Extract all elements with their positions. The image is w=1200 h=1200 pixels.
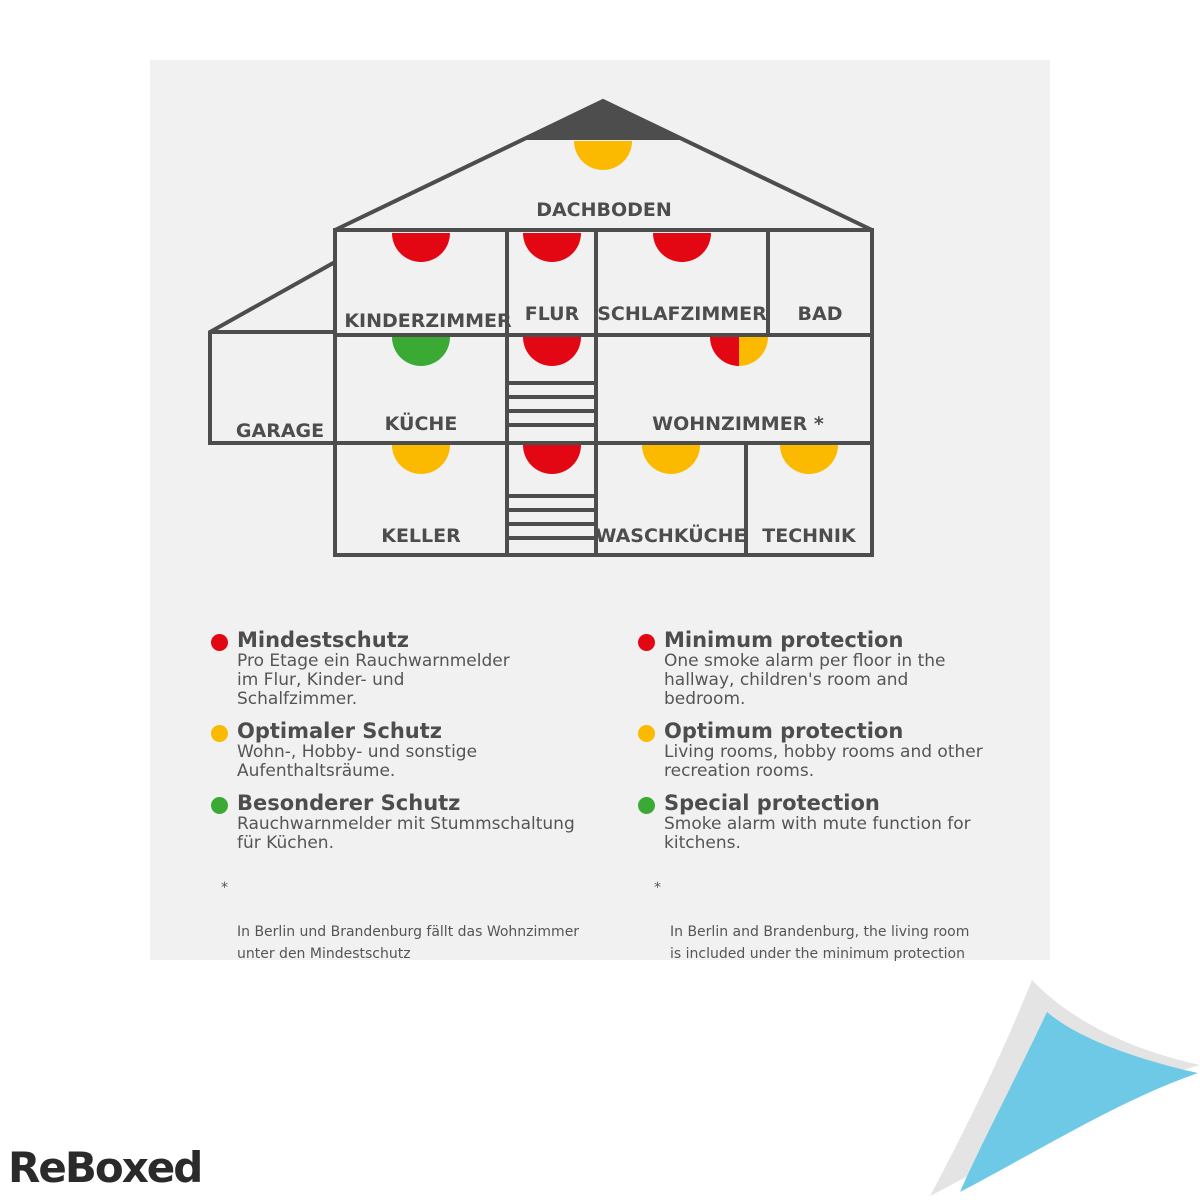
smoke-alarm-wohnzimmer-red [710,337,739,366]
smoke-alarm-flur [523,233,581,262]
legend-item-optimum-de: Optimaler Schutz Wohn-, Hobby- und sonst… [211,719,631,781]
legend-desc: Living rooms, hobby rooms and other recr… [664,742,983,781]
legend-item-minimum-de: Mindestschutz Pro Etage ein Rauchwarnmel… [211,628,631,709]
smoke-alarm-wohnzimmer-yellow [739,337,768,366]
legend-title: Optimum protection [664,719,904,743]
legend-item-minimum-en: Minimum protection One smoke alarm per f… [638,628,1058,709]
smoke-alarm-schlafzimmer [653,233,711,262]
smoke-alarm-kueche [392,337,450,366]
legend-item-optimum-en: Optimum protection Living rooms, hobby r… [638,719,1058,781]
room-label-schlafzimmer: SCHLAFZIMMER [597,303,767,325]
smoke-alarm-dachboden [574,141,632,170]
footnote-star: * [221,880,228,896]
room-label-garage: GARAGE [236,420,324,442]
legend-desc: Smoke alarm with mute function for kitch… [664,814,971,853]
green-dot-icon [638,797,655,814]
legend-title: Besonderer Schutz [237,791,461,815]
legend-title: Minimum protection [664,628,904,652]
room-label-kueche: KÜCHE [385,411,458,435]
legend-desc: Rauchwarnmelder mit Stummschaltung für K… [237,814,575,853]
legend-title: Mindestschutz [237,628,409,652]
smoke-alarm-keller [392,445,450,474]
footnote-star: * [654,880,661,896]
red-dot-icon [211,634,228,651]
red-dot-icon [638,634,655,651]
room-label-wohnzimmer: WOHNZIMMER * [652,413,824,435]
garage-outline [208,260,336,445]
footnote-text: In Berlin und Brandenburg fällt das Wohn… [237,924,580,962]
legend-desc: Pro Etage ein Rauchwarnmelder im Flur, K… [237,651,510,709]
room-label-keller: KELLER [381,525,461,547]
legend-item-special-de: Besonderer Schutz Rauchwarnmelder mit St… [211,791,631,853]
legend-title: Optimaler Schutz [237,719,443,743]
roof-apex [526,100,682,140]
legend-german: Mindestschutz Pro Etage ein Rauchwarnmel… [211,628,631,965]
legend-item-special-en: Special protection Smoke alarm with mute… [638,791,1058,853]
yellow-dot-icon [638,725,655,742]
footnote-en: * In Berlin and Brandenburg, the living … [654,877,1058,965]
diagram-panel [150,60,1050,960]
smoke-alarm-stairs-upper [523,337,581,366]
legend-english: Minimum protection One smoke alarm per f… [638,628,1058,965]
smoke-alarm-waschkueche [642,445,700,474]
house-outline [333,228,874,557]
smoke-alarm-stairs-lower [523,445,581,474]
legend-desc: One smoke alarm per floor in the hallway… [664,651,946,709]
room-label-technik: TECHNIK [762,525,857,547]
room-label-flur: FLUR [525,303,580,325]
yellow-dot-icon [211,725,228,742]
room-label-dachboden: DACHBODEN [536,199,672,221]
legend-desc: Wohn-, Hobby- und sonstige Aufenthaltsrä… [237,742,478,781]
smoke-alarm-kinderzimmer [392,233,450,262]
room-label-bad: BAD [798,303,843,325]
footnote-de: * In Berlin und Brandenburg fällt das Wo… [221,877,631,965]
room-label-kinderzimmer: KINDERZIMMER [344,310,512,332]
smoke-alarm-technik [780,445,838,474]
legend-title: Special protection [664,791,880,815]
room-label-waschkueche: WASCHKÜCHE [596,523,747,547]
reboxed-logo: ReBoxed [8,1143,203,1192]
green-dot-icon [211,797,228,814]
footnote-text: In Berlin and Brandenburg, the living ro… [670,924,970,962]
